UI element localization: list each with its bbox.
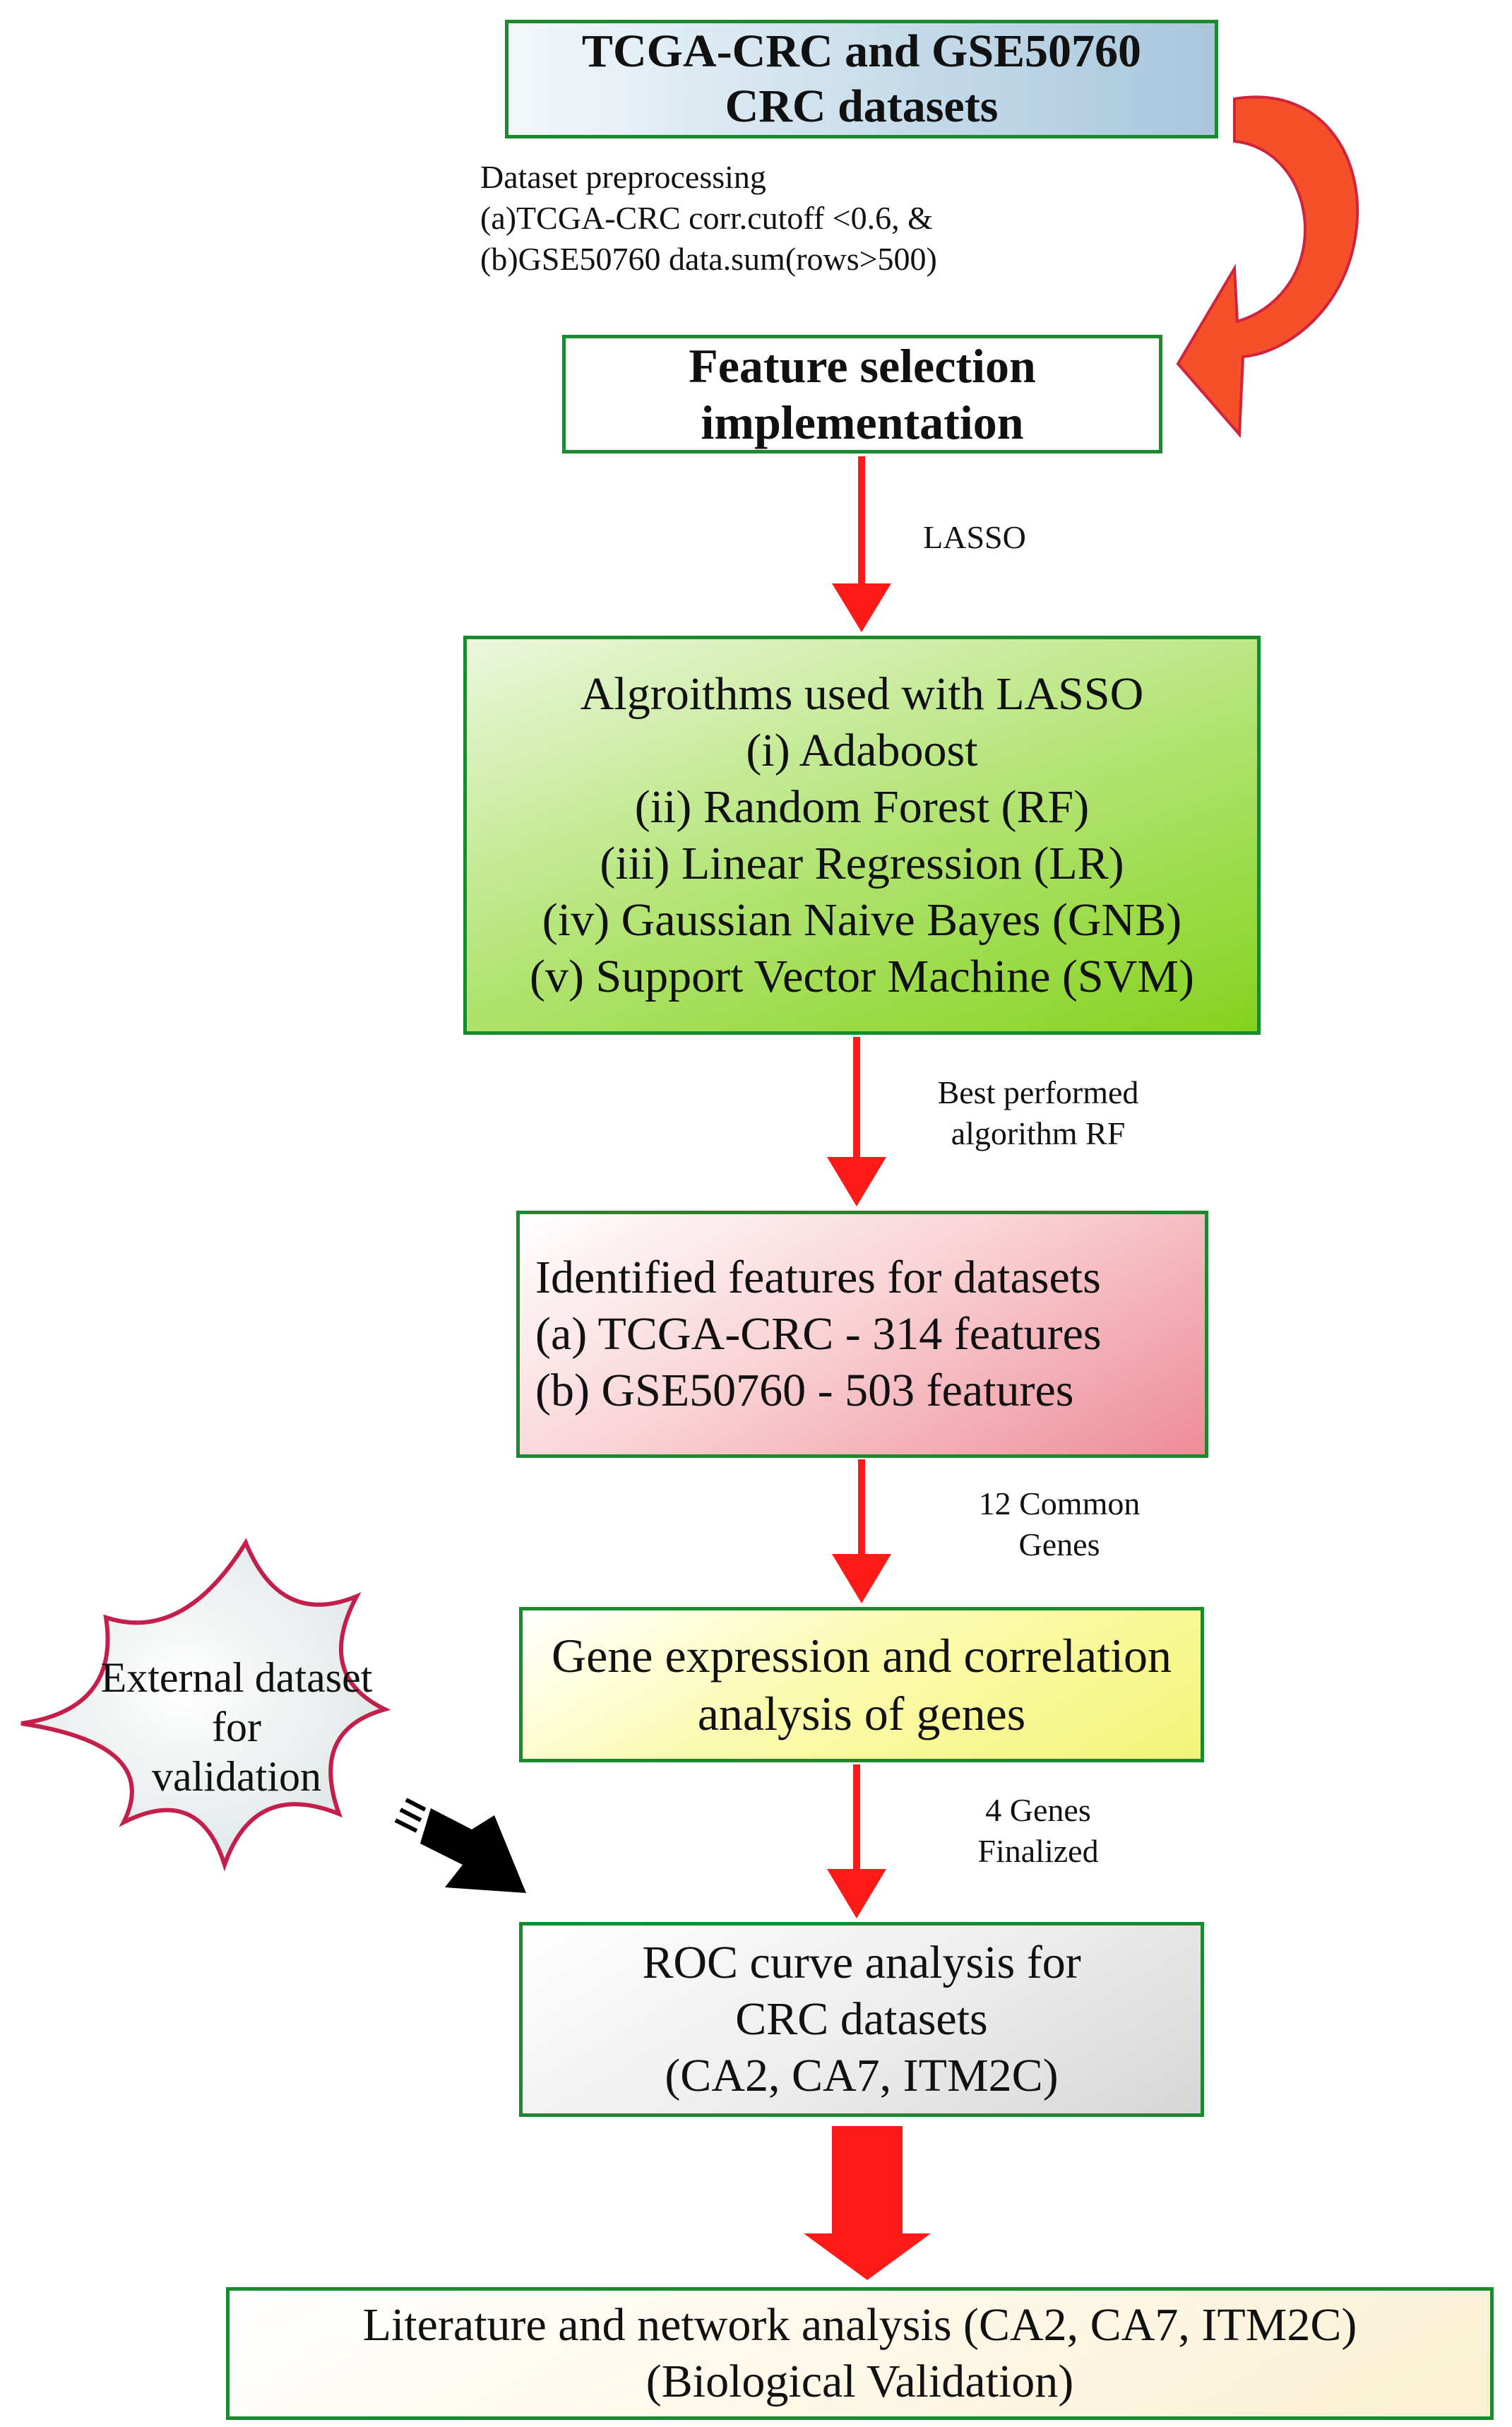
literature-line: Literature and network analysis (CA2, CA… (362, 2299, 1357, 2351)
block-arrow-roc-to-literature (804, 2126, 931, 2280)
curved-arrow (1176, 95, 1359, 439)
algorithm-item: (i) Adaboost (746, 724, 978, 776)
datasets-line: CRC datasets (725, 81, 999, 132)
best-algorithm-line: Best performed (937, 1074, 1139, 1110)
finalized-genes-line: Finalized (977, 1833, 1099, 1869)
identified-title: Identified features for datasets (535, 1252, 1101, 1303)
finalized-genes-line: 4 Genes (985, 1792, 1091, 1828)
best-algorithm-line: algorithm RF (951, 1115, 1126, 1151)
finalized-genes-label: 4 Genes Finalized (932, 1790, 1144, 1872)
common-genes-line: 12 Common (978, 1485, 1141, 1521)
literature-line: (Biological Validation) (645, 2356, 1074, 2407)
external-dataset-line: External dataset (100, 1654, 373, 1701)
arrow-identified-to-geneexpr (832, 1459, 891, 1603)
external-dataset-star (20, 1538, 391, 1872)
gene-expression-line: Gene expression and correlation (552, 1629, 1172, 1683)
gene-expression-box: Gene expression and correlation analysis… (519, 1607, 1204, 1762)
preprocessing-line: (a)TCGA-CRC corr.cutoff <0.6, & (480, 200, 933, 236)
common-genes-label: 12 Common Genes (939, 1483, 1179, 1565)
algorithms-box: Algroithms used with LASSO (i) Adaboost … (463, 636, 1261, 1035)
roc-line: ROC curve analysis for (642, 1937, 1081, 1988)
algorithm-item: (v) Support Vector Machine (SVM) (530, 950, 1194, 1002)
gene-expression-line: analysis of genes (697, 1687, 1026, 1740)
algorithms-title: Algroithms used with LASSO (580, 667, 1144, 720)
feature-selection-box: Feature selection implementation (562, 335, 1162, 453)
roc-line: CRC datasets (735, 1993, 988, 2045)
roc-analysis-box: ROC curve analysis for CRC datasets (CA2… (519, 1922, 1204, 2117)
preprocessing-line: Dataset preprocessing (480, 159, 766, 195)
external-dataset-label: External dataset for validation (71, 1653, 403, 1801)
datasets-line: TCGA-CRC and GSE50760 (581, 25, 1142, 77)
feature-selection-line: Feature selection (689, 339, 1036, 393)
preprocessing-line: (b)GSE50760 data.sum(rows>500) (480, 241, 937, 277)
datasets-box: TCGA-CRC and GSE50760 CRC datasets (505, 20, 1218, 138)
black-arrow-external-to-roc (394, 1798, 526, 1893)
best-algorithm-label: Best performed algorithm RF (911, 1072, 1165, 1154)
roc-line: (CA2, CA7, ITM2C) (665, 2050, 1059, 2101)
feature-selection-line: implementation (701, 396, 1024, 449)
literature-analysis-box: Literature and network analysis (CA2, CA… (226, 2287, 1494, 2420)
common-genes-line: Genes (1018, 1526, 1100, 1562)
identified-item: (b) GSE50760 - 503 features (535, 1365, 1074, 1416)
identified-item: (a) TCGA-CRC - 314 features (535, 1308, 1102, 1360)
algorithm-item: (iii) Linear Regression (LR) (600, 837, 1124, 889)
preprocessing-label: Dataset preprocessing (a)TCGA-CRC corr.c… (480, 157, 937, 280)
arrow-algorithms-to-identified (827, 1037, 886, 1206)
arrow-feature-to-algorithms (832, 456, 891, 632)
arrow-geneexpr-to-roc (827, 1764, 886, 1918)
lasso-line: LASSO (923, 519, 1026, 555)
identified-features-box: Identified features for datasets (a) TCG… (516, 1211, 1208, 1458)
external-dataset-line: validation (152, 1753, 321, 1800)
algorithm-item: (iv) Gaussian Naive Bayes (GNB) (542, 894, 1182, 946)
lasso-label: LASSO (904, 517, 1045, 558)
external-dataset-line: for (212, 1704, 261, 1750)
algorithm-item: (ii) Random Forest (RF) (634, 781, 1090, 833)
